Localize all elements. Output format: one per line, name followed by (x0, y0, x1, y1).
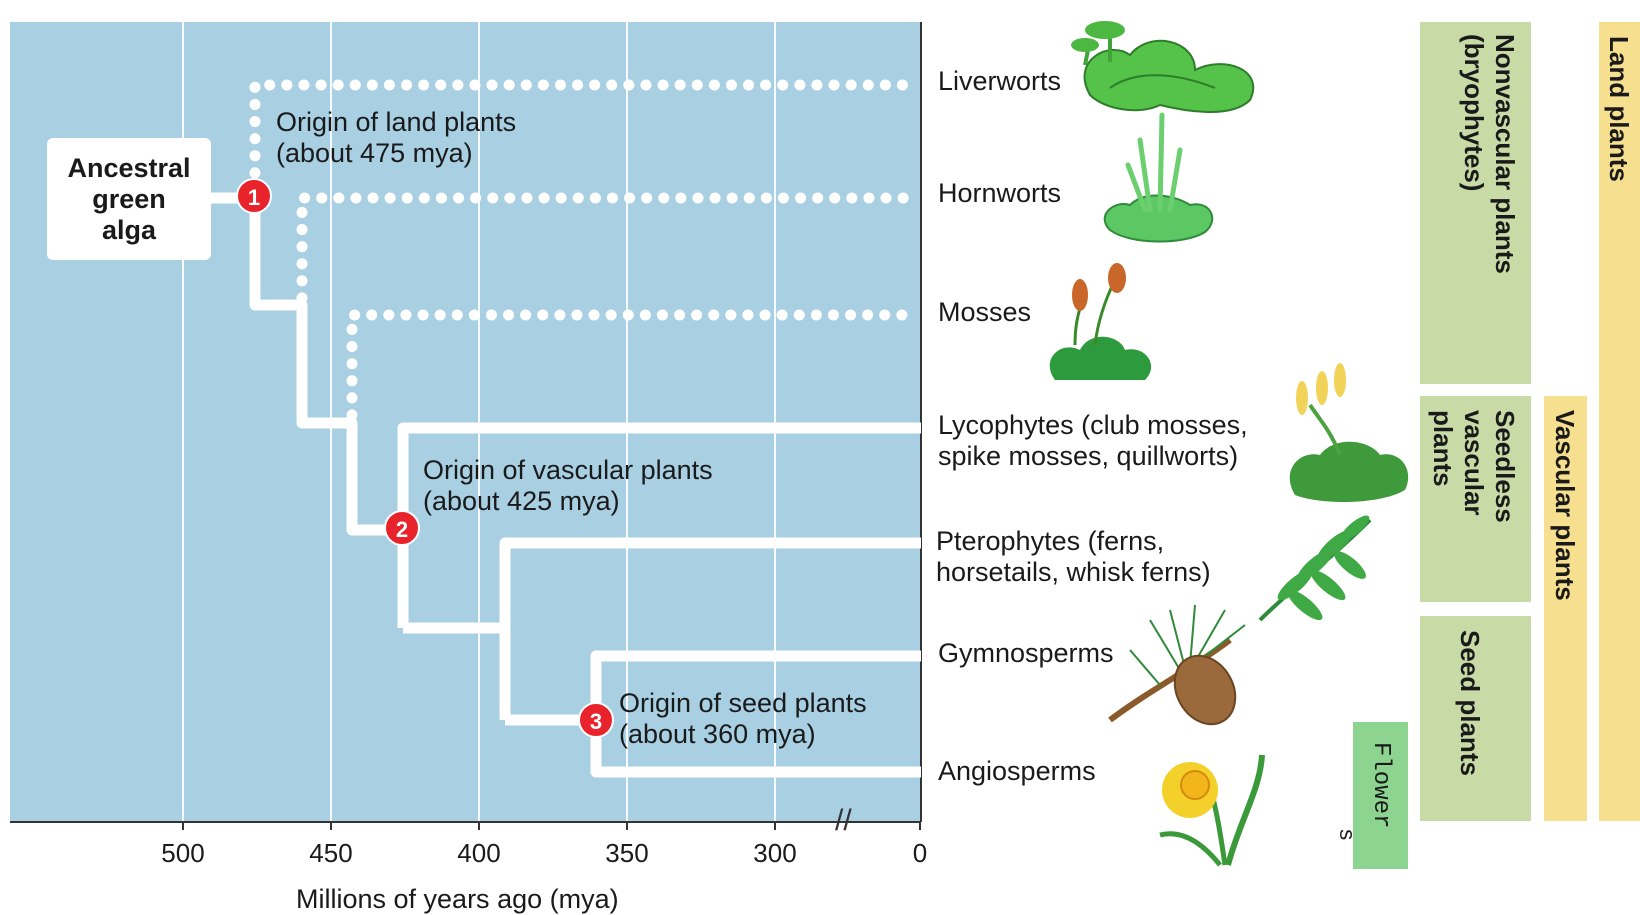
moss-illustration (1050, 263, 1151, 380)
group-label-flowers-overflow: s (1330, 828, 1361, 841)
group-label-seed-plants: Seed plants (1454, 630, 1485, 815)
tick-label-350: 350 (605, 838, 648, 869)
group-label-seedless-vascular: Seedless vascular plants (1434, 410, 1520, 595)
origin-badge-1: 1 (236, 178, 272, 214)
origin-seed-plants-label: Origin of seed plants (about 360 mya) (619, 688, 867, 750)
origin-vascular-plants-label: Origin of vascular plants (about 425 mya… (423, 455, 713, 517)
group-label-vascular-plants: Vascular plants (1549, 410, 1580, 810)
origin-badge-3: 3 (578, 702, 614, 738)
taxon-pterophytes: Pterophytes (ferns,horsetails, whisk fer… (936, 526, 1211, 588)
branch-mosses-dotted (352, 315, 905, 415)
group-box-seedless-vascular: Seedless vascular plants (1420, 396, 1531, 602)
taxon-liverworts: Liverworts (938, 66, 1061, 97)
hornwort-illustration (1105, 115, 1213, 242)
group-box-seed-plants: Seed plants (1420, 616, 1531, 821)
group-label-land-plants: Land plants (1603, 36, 1634, 336)
ancestor-line-3: alga (47, 215, 211, 246)
tick-label-300: 300 (753, 838, 796, 869)
x-axis-title: Millions of years ago (mya) (296, 884, 619, 915)
liverwort-illustration (1071, 21, 1253, 112)
group-box-land-plants: Land plants (1599, 22, 1640, 821)
taxon-gymnosperms: Gymnosperms (938, 638, 1114, 669)
ancestor-line-1: Ancestral (47, 153, 211, 184)
branch-hornworts-dotted (302, 198, 905, 298)
group-box-nonvascular: Nonvascular plants (bryophytes) (1420, 22, 1531, 384)
daffodil-illustration (1160, 755, 1262, 865)
branch-backbone-1 (255, 198, 403, 628)
taxon-angiosperms: Angiosperms (938, 756, 1096, 787)
ancestral-green-alga-box: Ancestral green alga (47, 138, 211, 260)
group-label-flowers: Flower (1365, 742, 1396, 828)
group-box-vascular-plants: Vascular plants (1544, 396, 1587, 821)
group-box-flowers: Flower (1353, 722, 1408, 869)
tick-label-500: 500 (161, 838, 204, 869)
tick-label-400: 400 (457, 838, 500, 869)
ancestor-line-2: green (47, 184, 211, 215)
taxon-mosses: Mosses (938, 297, 1031, 328)
tick-label-0: 0 (913, 838, 927, 869)
group-label-nonvascular: Nonvascular plants (bryophytes) (1434, 34, 1520, 374)
origin-land-plants-label: Origin of land plants (about 475 mya) (276, 107, 516, 169)
fern-illustration (1260, 512, 1373, 625)
origin-badge-2: 2 (384, 510, 420, 546)
axis-break-symbol: // (835, 804, 852, 837)
pine-branch-illustration (1110, 605, 1247, 735)
taxon-lycophytes: Lycophytes (club mosses,spike mosses, qu… (938, 410, 1248, 472)
tick-label-450: 450 (309, 838, 352, 869)
lycophyte-illustration (1290, 363, 1408, 502)
taxon-hornworts: Hornworts (938, 178, 1061, 209)
